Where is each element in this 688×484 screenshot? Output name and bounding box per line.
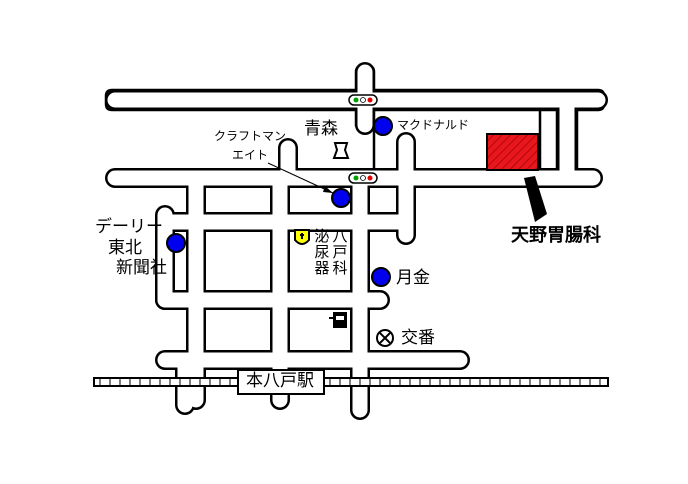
post-office-icon — [329, 312, 347, 328]
hospital-label-col2: 八戸科 — [332, 227, 348, 277]
daily-label-line3: 新聞社 — [116, 258, 167, 278]
traffic-light-icon — [348, 94, 378, 106]
daily-label-line2: 東北 — [108, 238, 142, 258]
daily-label-line1: デーリー — [95, 217, 163, 237]
station-box — [237, 369, 325, 395]
aomori-bank-icon — [332, 142, 350, 159]
craftman-label-line1: クラフトマン — [214, 129, 287, 143]
craftman-dot-icon — [331, 188, 351, 208]
mcdonalds-label: マクドナルド — [397, 118, 470, 132]
gekkin-label: 月金 — [396, 268, 430, 288]
railway — [93, 377, 609, 387]
arrow-pointer-icon — [524, 176, 547, 222]
clinic-building — [486, 133, 539, 171]
police-box-icon — [376, 329, 394, 347]
mcdonalds-dot-icon — [373, 116, 393, 136]
station-label: 本八戸駅 — [246, 371, 314, 391]
clinic-label: 天野胃腸科 — [511, 225, 601, 246]
hospital-cross-icon — [294, 229, 310, 245]
daily-dot-icon — [166, 233, 186, 253]
traffic-light-icon — [348, 172, 378, 184]
craftman-pointer-head — [323, 186, 333, 193]
craftman-label-line2: エイト — [232, 148, 269, 162]
gekkin-dot-icon — [371, 267, 391, 287]
aomori-bank-label: 青森 — [304, 119, 338, 139]
craftman-pointer — [267, 162, 334, 194]
hospital-label-col1: 泌尿器 — [314, 227, 330, 277]
koban-label: 交番 — [401, 328, 435, 348]
